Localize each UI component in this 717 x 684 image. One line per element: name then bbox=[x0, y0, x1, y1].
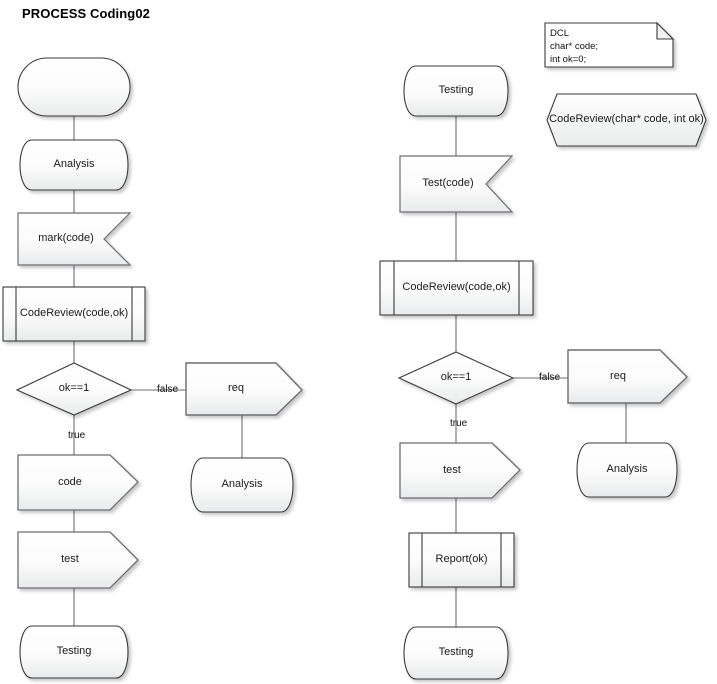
node-analysis-right[interactable] bbox=[576, 442, 678, 498]
node-codereview-right[interactable] bbox=[379, 260, 534, 316]
node-mark-code[interactable] bbox=[17, 212, 132, 266]
node-report[interactable] bbox=[408, 532, 515, 588]
declaration-note[interactable] bbox=[544, 21, 675, 68]
node-req-left[interactable] bbox=[185, 362, 303, 416]
edge-label-false-left: false bbox=[157, 384, 179, 395]
node-testing-left[interactable] bbox=[19, 625, 129, 679]
node-test-code[interactable] bbox=[399, 155, 514, 213]
note-fold-icon bbox=[656, 21, 675, 40]
node-decision-left[interactable] bbox=[15, 362, 133, 416]
node-req-right[interactable] bbox=[567, 349, 688, 404]
node-test-left[interactable] bbox=[17, 531, 139, 589]
node-decision-right[interactable] bbox=[397, 351, 515, 405]
edge-label-false-right: false bbox=[539, 372, 561, 383]
signature-box[interactable] bbox=[546, 93, 707, 147]
node-code[interactable] bbox=[17, 454, 139, 511]
node-codereview-left[interactable] bbox=[2, 286, 146, 342]
declaration-note-text: DCL char* code; int ok=0; bbox=[550, 28, 599, 65]
edge-label-true-left: true bbox=[68, 430, 86, 441]
connectors-left bbox=[73, 116, 243, 626]
node-testing-right-bottom[interactable] bbox=[403, 626, 509, 680]
edge-label-true-right: true bbox=[450, 418, 468, 429]
node-start-terminator[interactable] bbox=[17, 57, 131, 117]
node-test-right[interactable] bbox=[399, 442, 521, 499]
node-analysis-right-branch[interactable] bbox=[190, 457, 294, 513]
connectors-right bbox=[455, 116, 627, 627]
page-title: PROCESS Coding02 bbox=[22, 6, 151, 21]
node-testing-right-top[interactable] bbox=[403, 65, 509, 117]
node-analysis[interactable] bbox=[19, 139, 129, 191]
